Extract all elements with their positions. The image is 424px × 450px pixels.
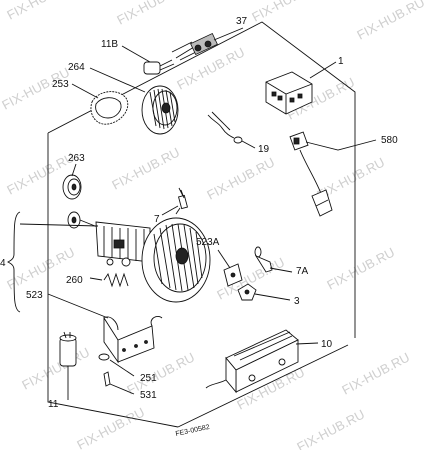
watermark: FIX-HUB.RU: [204, 154, 277, 202]
label-37: 37: [236, 16, 248, 27]
watermark: FIX-HUB.RU: [249, 0, 322, 25]
label-251: 251: [140, 373, 157, 384]
watermark: FIX-HUB.RU: [354, 0, 424, 43]
label-531: 531: [140, 390, 157, 401]
part-263-pulley: [62, 163, 82, 200]
part-260-spring: [89, 272, 129, 288]
label-260: 260: [66, 275, 83, 286]
label-10: 10: [321, 339, 333, 350]
watermark: FIX-HUB.RU: [294, 406, 367, 450]
watermark: FIX-HUB.RU: [4, 0, 77, 23]
label-3: 3: [294, 296, 300, 307]
part-3-fuse: [237, 283, 291, 301]
part-10-heater: [205, 329, 319, 394]
motor-assembly: [67, 211, 211, 303]
watermark: FIX-HUB.RU: [324, 244, 397, 292]
watermark: FIX-HUB.RU: [114, 0, 187, 28]
part-251-washer: [98, 353, 135, 377]
watermark: FIX-HUB.RU: [339, 349, 412, 397]
watermark: FIX-HUB.RU: [124, 349, 197, 397]
label-4: 4: [0, 258, 6, 269]
part-531-screw: [103, 371, 135, 395]
label-1: 1: [338, 56, 344, 67]
part-253-belt: [71, 83, 129, 125]
label-11b: 11B: [101, 39, 118, 50]
part-7a-thermostat: [254, 246, 293, 273]
label-580: 580: [381, 135, 398, 146]
label-7: 7: [154, 214, 160, 225]
part-37-cable-clamp: [171, 27, 244, 61]
watermark: FIX-HUB.RU: [19, 344, 92, 392]
watermark: FIX-HUB.RU: [174, 44, 247, 92]
label-19: 19: [258, 144, 270, 155]
label-253: 253: [52, 79, 69, 90]
cabinet-outline: [47, 21, 356, 428]
part-11-capacitor: [59, 331, 77, 400]
label-7a: 7A: [296, 266, 309, 277]
part-7-thermostat: [161, 187, 189, 216]
label-523a: 523A: [196, 237, 220, 248]
label-11: 11: [48, 399, 59, 410]
part-523a-plate: [217, 249, 243, 287]
cabinet-left-edge: [47, 133, 179, 428]
bracket-4: [6, 211, 21, 313]
watermark: FIX-HUB.RU: [109, 144, 182, 192]
part-580-connector: [289, 131, 377, 217]
part-523-bracket: [47, 293, 163, 364]
cabinet-bottom-edge: [177, 344, 349, 428]
part-1-terminal-block: [265, 61, 337, 115]
label-263: 263: [68, 153, 85, 164]
cabinet-top-edge: [47, 21, 356, 338]
label-523: 523: [26, 290, 43, 301]
label-264: 264: [68, 62, 85, 73]
part-19-sensor: [207, 111, 256, 149]
watermark: FIX-HUB.RU: [74, 404, 147, 450]
part-264-fan-wheel: [89, 67, 179, 135]
part-11b-capacitor: [121, 45, 175, 75]
